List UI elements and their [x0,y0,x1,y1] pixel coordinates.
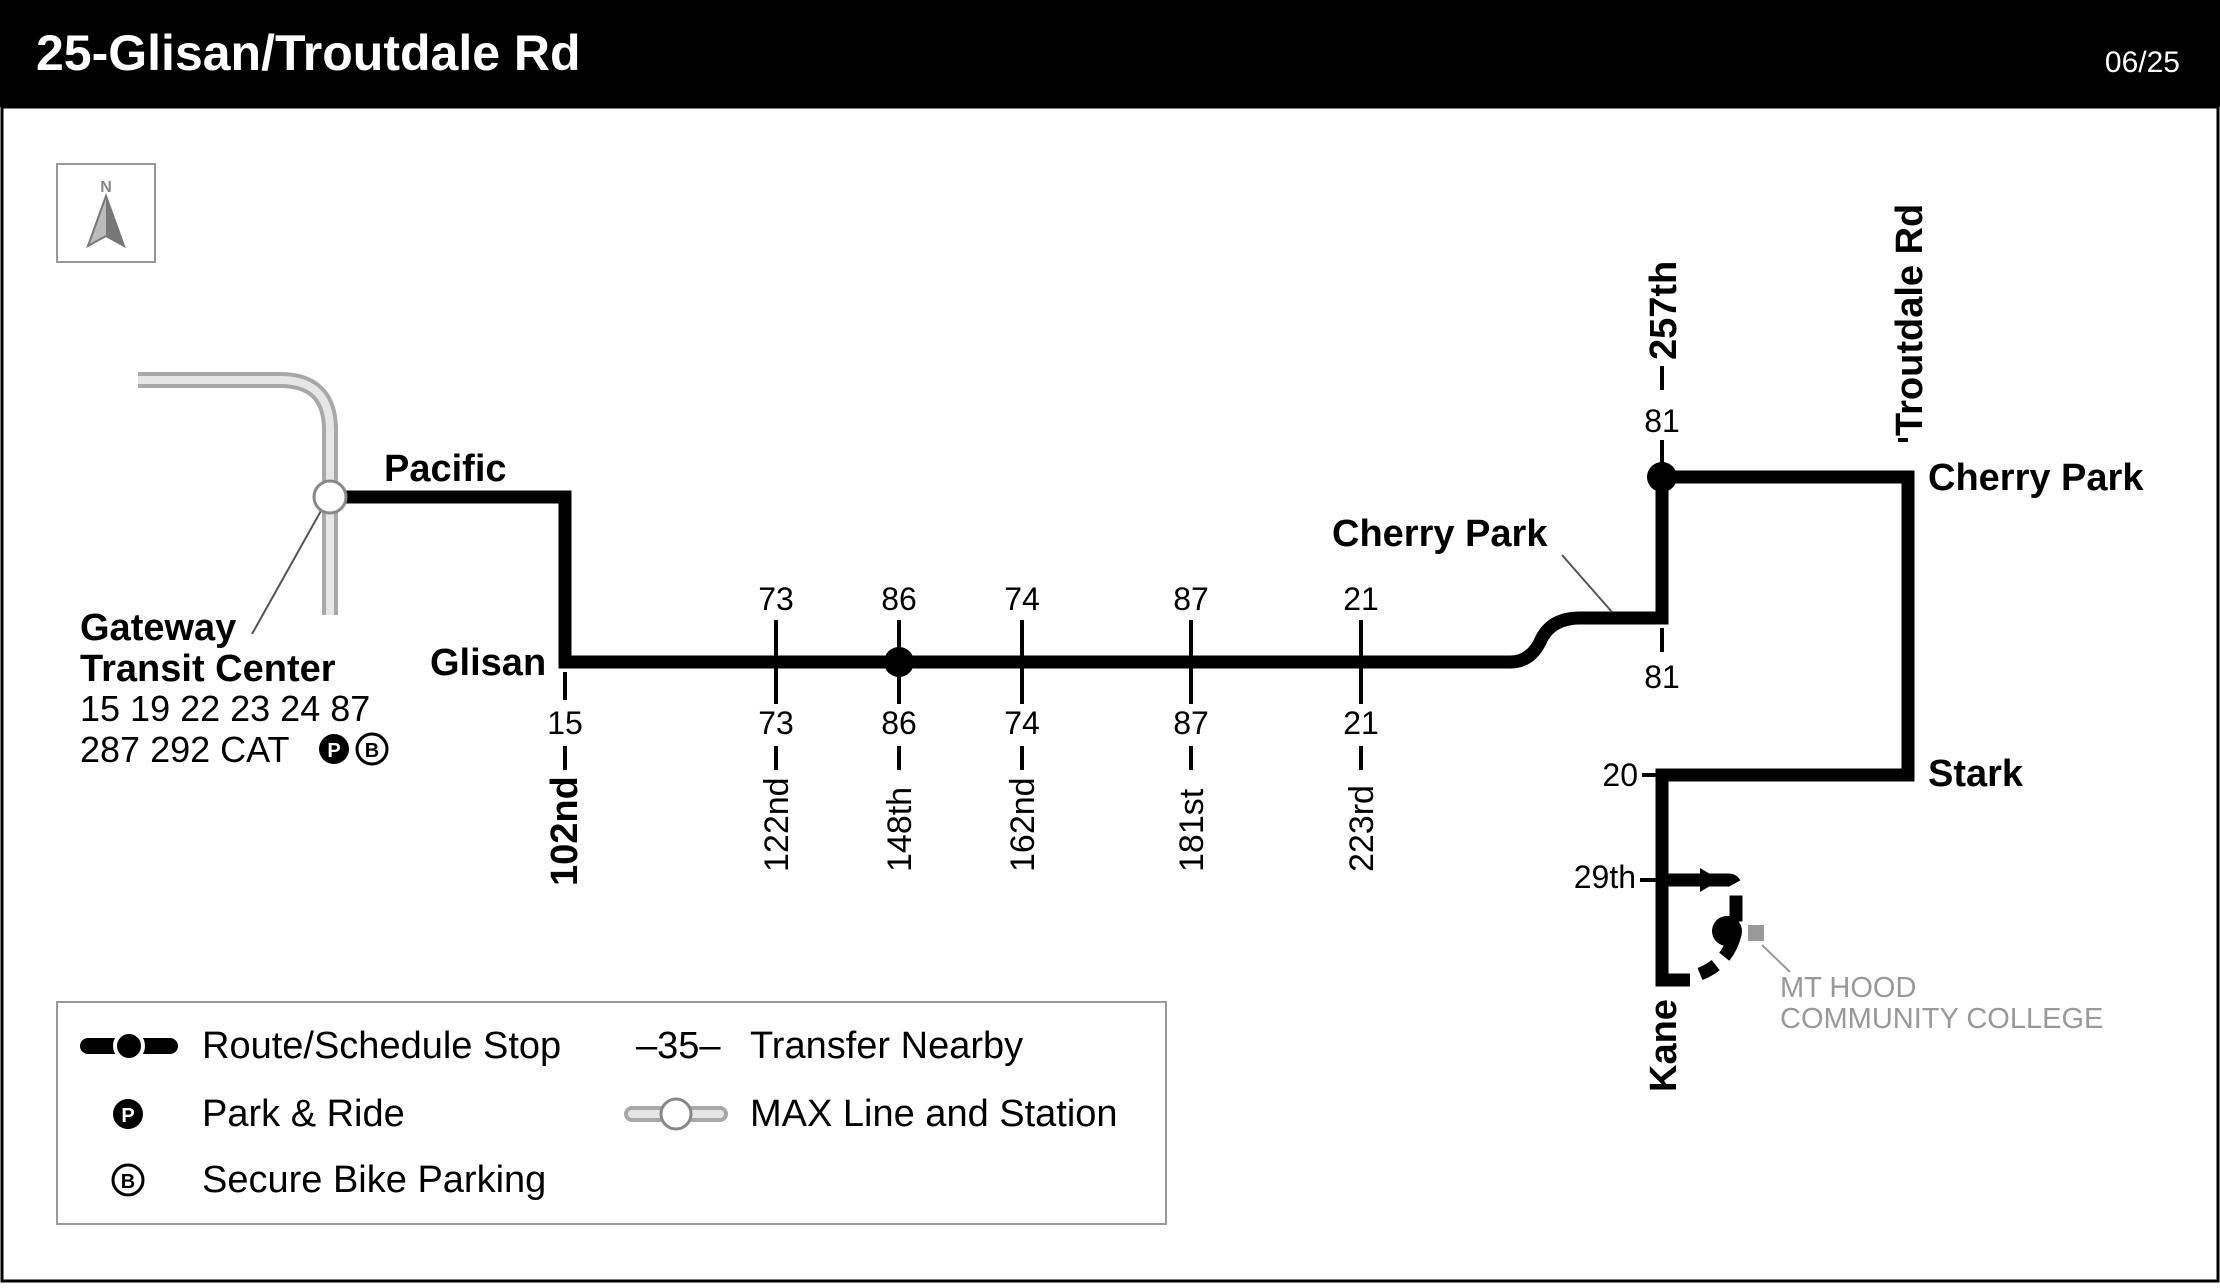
street-stark: Stark [1928,753,2024,795]
transfer-bottom-223rd: 21 [1343,705,1379,741]
cross-street-223rd: 223rd [1343,785,1381,872]
college-line2: COMMUNITY COLLEGE [1780,1003,2103,1035]
gateway-routes-line2: 287 292 CAT [80,729,289,770]
legend-max-line: MAX Line and Station [750,1093,1118,1135]
north-label: N [100,179,112,196]
legend-route-stop: Route/Schedule Stop [202,1025,561,1067]
gateway-bike-glyph: B [365,740,379,762]
transfer-bottom-162nd: 74 [1004,705,1040,741]
transfer-bottom-181st: 87 [1173,705,1209,741]
college-line1: MT HOOD [1780,972,1916,1004]
transfer-top-181st: 87 [1173,581,1209,617]
max-line-inner [138,376,334,615]
transfer-bottom-122nd: 73 [758,705,794,741]
gateway-leader [251,508,323,635]
transfer-257th-top: 81 [1644,403,1680,439]
cross-street-148th: 148th [881,787,919,872]
date-label: 06/25 [2105,46,2180,79]
legend-park-ride: Park & Ride [202,1093,405,1135]
street-dash-ticks [563,366,1664,770]
map-frame [0,105,2220,1283]
legend-park-ride-icon [113,1099,143,1129]
legend: Route/Schedule Stop –35– Transfer Nearby… [56,1001,1167,1225]
street-pacific: Pacific [384,448,507,490]
transfer-bottom-148th: 86 [881,705,917,741]
north-compass: N [56,163,156,263]
legend-transfer-nearby: Transfer Nearby [750,1025,1023,1067]
stop-257th [1647,462,1677,492]
transfer-257th-bottom: 81 [1644,659,1680,695]
transfer-ticks [563,438,1908,882]
transfer-top-122nd: 73 [758,581,794,617]
cross-street-102nd: 102nd [544,776,586,886]
stop-mhcc [1712,916,1742,946]
gateway-routes-line1: 15 19 22 23 24 87 [80,688,370,729]
transfer-top-162nd: 74 [1004,581,1040,617]
header-bar [0,0,2220,107]
transfer-top-148th: 86 [881,581,917,617]
mhcc-marker-icon [1748,925,1764,941]
cross-street-162nd: 162nd [1004,777,1042,872]
gateway-max-station [312,479,348,515]
gateway-name-line2: Transit Center [80,648,336,690]
transfer-20: 20 [1602,757,1638,793]
legend-bike-icon [111,1163,145,1197]
legend-transfer-sample: –35– [636,1025,721,1067]
gateway-bike-icon [355,732,389,766]
cherry-park-leader [1561,554,1613,613]
street-kane: Kane [1643,999,1685,1092]
max-line [138,372,338,615]
stop-148th [884,647,914,677]
loop-arrow-icon [1700,868,1720,892]
mhcc-leader [1761,944,1791,973]
street-cherry-park-west: Cherry Park [1332,513,1548,555]
route-line-college-loop-dashed [1697,873,1743,981]
gateway-park-ride-glyph: P [327,740,340,762]
transfer-bottom-102nd: 15 [547,705,583,741]
cross-street-layer: 15 102nd 73 73 122nd 86 86 148th 74 74 162nd 87 87 18… [544,581,1381,886]
route-title: 25-Glisan/Troutdale Rd [36,25,581,81]
legend-bike-parking: Secure Bike Parking [202,1159,546,1201]
legend-bike-glyph: B [121,1171,135,1193]
transfer-top-223rd: 21 [1343,581,1379,617]
legend-park-ride-glyph: P [121,1105,134,1127]
street-troutdale-rd: Troutdale Rd [1889,204,1931,436]
street-257th: 257th [1643,261,1685,360]
street-glisan: Glisan [430,642,546,684]
gateway-park-ride-icon [319,734,349,764]
gateway-name-line1: Gateway [80,607,236,649]
cross-street-122nd: 122nd [758,777,796,872]
street-29th: 29th [1574,859,1636,895]
street-cherry-park-east: Cherry Park [1928,457,2144,499]
cross-street-181st: 181st [1173,788,1211,872]
